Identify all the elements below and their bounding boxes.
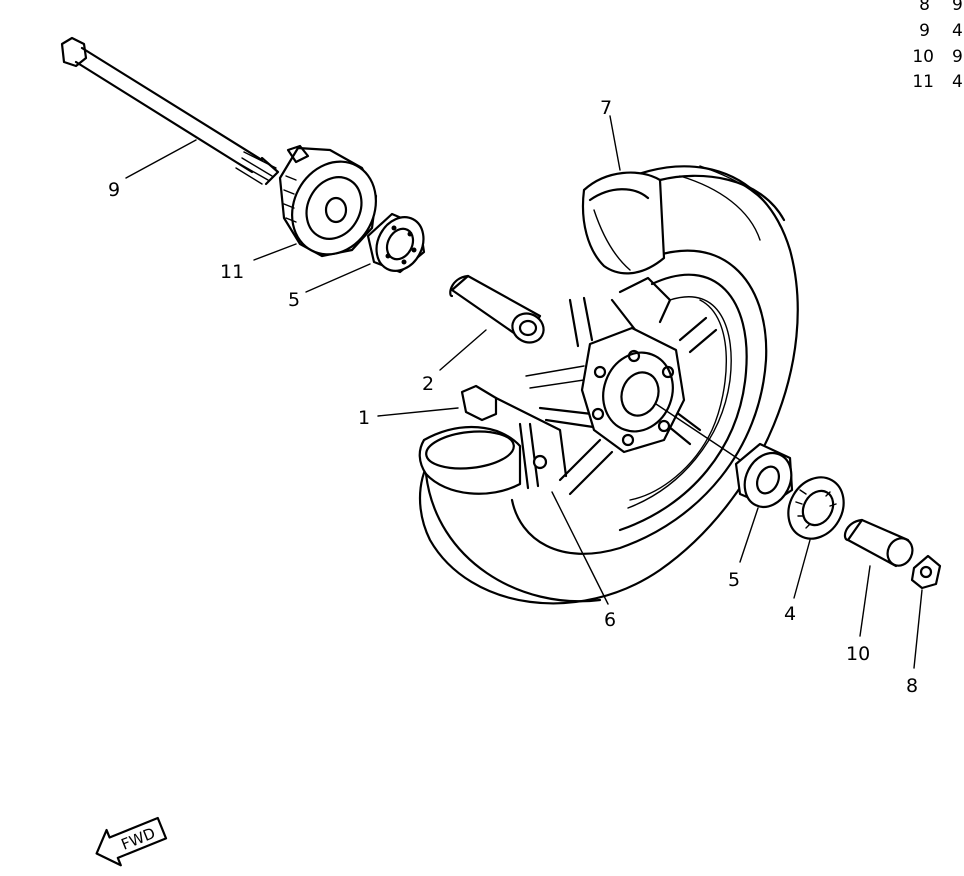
- spacer-part-10: [843, 518, 914, 568]
- table-ref-1: 9: [919, 21, 930, 41]
- callout-1: 1: [358, 407, 370, 429]
- table-qty-3: 4: [952, 72, 963, 92]
- gear-housing-part-11: [278, 144, 378, 258]
- leader-lines: [125, 115, 923, 669]
- callout-11: 11: [220, 261, 244, 283]
- nut-part-8: [910, 554, 942, 590]
- callout-2: 2: [422, 373, 434, 395]
- callout-6: 6: [604, 609, 616, 631]
- seal-part-4: [787, 476, 845, 540]
- weight-part-6: [518, 422, 548, 490]
- callout-7: 7: [600, 97, 612, 119]
- table-ref-2: 10: [912, 47, 934, 67]
- callout-9: 9: [108, 179, 120, 201]
- table-qty-2: 9: [952, 47, 963, 67]
- table-ref-3: 11: [912, 72, 934, 92]
- valve-part-1: [460, 384, 568, 478]
- table-ref-0: 8: [919, 0, 930, 15]
- parts-table: 8 9 9 4 10 9 11 4: [912, 0, 962, 92]
- bearing-part-5-upper: [366, 212, 426, 274]
- axle-part-9: [60, 36, 280, 186]
- table-qty-1: 4: [952, 21, 963, 41]
- callout-8: 8: [906, 675, 918, 697]
- callouts: 9 11 5 2 1 7 6 5 4 10 8: [108, 97, 918, 697]
- callout-5-upper: 5: [288, 289, 300, 311]
- wheel-assembly: [418, 165, 799, 605]
- callout-10: 10: [846, 643, 870, 665]
- fwd-arrow: FWD: [95, 816, 168, 867]
- table-qty-0: 9: [952, 0, 963, 15]
- callout-5-right: 5: [728, 569, 740, 591]
- bearing-part-5-right: [734, 442, 794, 509]
- collar-part-2: [449, 274, 545, 344]
- callout-4: 4: [784, 603, 796, 625]
